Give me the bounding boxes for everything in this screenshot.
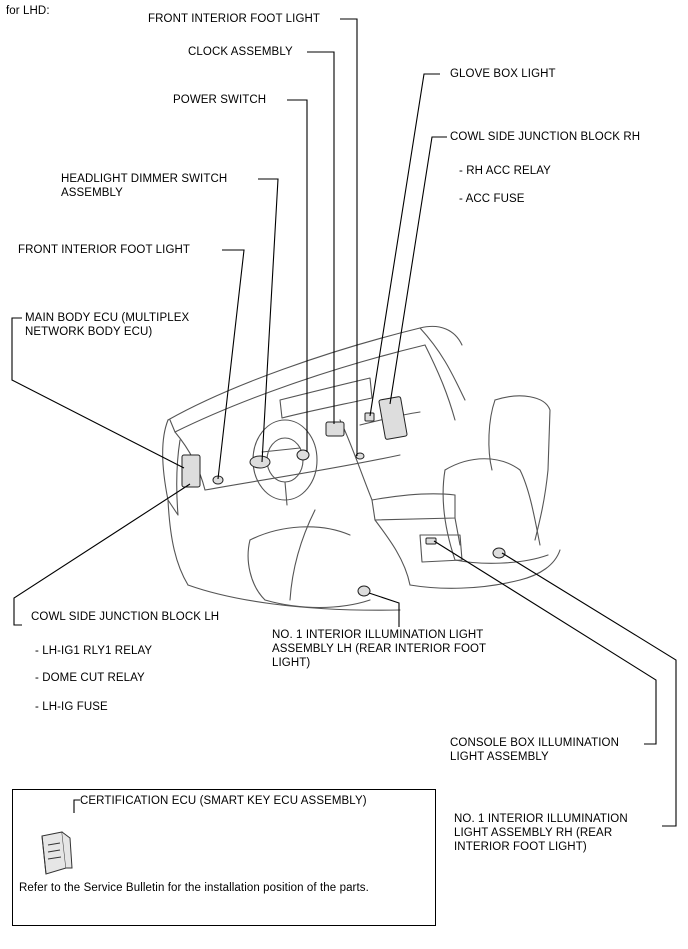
label-console-box-illum: CONSOLE BOX ILLUMINATION LIGHT ASSEMBLY	[450, 737, 619, 763]
cowl-jb-rh-marker	[378, 396, 408, 440]
power-switch-marker	[296, 449, 310, 461]
main-body-ecu-marker	[181, 454, 201, 488]
label-cowl-side-jb-rh: COWL SIDE JUNCTION BLOCK RH	[450, 131, 641, 143]
clock-marker	[325, 421, 345, 437]
dimmer-switch-marker	[249, 455, 271, 469]
lhd-variant-label: for LHD:	[6, 5, 50, 17]
label-certification-ecu: CERTIFICATION ECU (SMART KEY ECU ASSEMBL…	[80, 795, 367, 807]
ecu-module-icon	[41, 831, 73, 875]
label-power-switch: POWER SWITCH	[173, 94, 267, 106]
rh-item-acc-relay: - RH ACC RELAY	[459, 165, 551, 177]
label-front-interior-foot-light-top: FRONT INTERIOR FOOT LIGHT	[148, 13, 321, 25]
foot-light-front-rh-marker	[355, 452, 365, 460]
glove-box-light-marker	[364, 412, 375, 422]
leader-lines	[11, 18, 677, 827]
label-headlight-dimmer-switch: HEADLIGHT DIMMER SWITCH ASSEMBLY	[61, 173, 228, 199]
label-cowl-side-jb-lh: COWL SIDE JUNCTION BLOCK LH	[31, 611, 220, 623]
label-front-interior-foot-light-left: FRONT INTERIOR FOOT LIGHT	[18, 244, 191, 256]
label-interior-illum-lh: NO. 1 INTERIOR ILLUMINATION LIGHT ASSEMB…	[272, 629, 487, 669]
service-bulletin-note: Refer to the Service Bulletin for the in…	[19, 882, 369, 894]
component-markers	[181, 396, 506, 597]
console-illum-marker	[425, 537, 437, 545]
lh-item-ig1-relay: - LH-IG1 RLY1 RELAY	[35, 645, 153, 657]
certification-ecu-note-box	[12, 789, 436, 926]
label-main-body-ecu: MAIN BODY ECU (MULTIPLEX NETWORK BODY EC…	[25, 312, 190, 338]
label-interior-illum-rh: NO. 1 INTERIOR ILLUMINATION LIGHT ASSEMB…	[454, 813, 628, 853]
illum-rh-marker	[492, 547, 506, 559]
label-clock-assembly: CLOCK ASSEMBLY	[188, 46, 293, 58]
illum-lh-marker	[357, 585, 371, 597]
vehicle-interior-illustration	[162, 325, 561, 611]
label-glove-box-light: GLOVE BOX LIGHT	[450, 68, 556, 80]
lh-item-ig-fuse: - LH-IG FUSE	[35, 701, 108, 713]
lh-item-dome-cut-relay: - DOME CUT RELAY	[35, 672, 145, 684]
rh-item-acc-fuse: - ACC FUSE	[459, 193, 525, 205]
